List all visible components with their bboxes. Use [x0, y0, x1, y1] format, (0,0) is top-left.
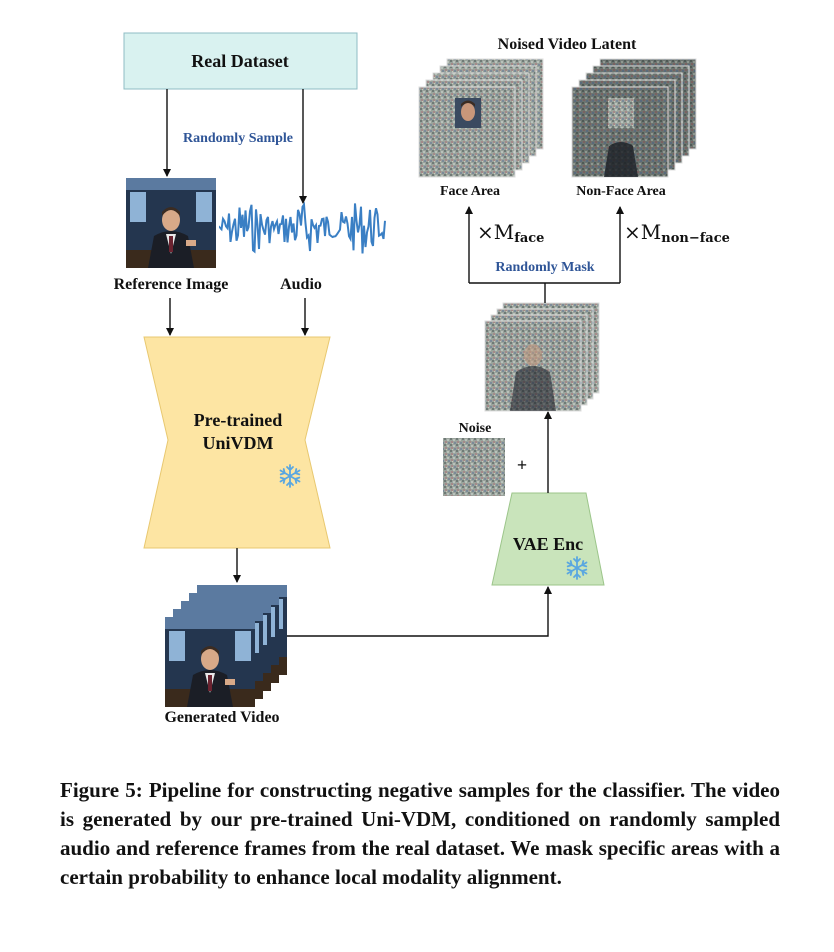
univdm-label-line2: UniVDM — [203, 433, 274, 453]
reference-image-label: Reference Image — [114, 276, 229, 293]
face-area-label: Face Area — [440, 184, 500, 199]
noisy-latent-stack — [484, 302, 600, 412]
non-face-area-stack — [571, 58, 697, 178]
noised-video-latent-title: Noised Video Latent — [498, 36, 637, 53]
randomly-sample-label: Randomly Sample — [183, 131, 293, 146]
vae-encoder-block: VAE Enc — [491, 492, 605, 586]
real-dataset-box: Real Dataset — [123, 32, 358, 90]
pipeline-diagram: Real Dataset Randomly Sample Reference I… — [114, 32, 730, 726]
mask-nonface-formula: ×Mnon−face — [624, 220, 730, 246]
univdm-block: Pre-trained UniVDM — [143, 336, 331, 549]
arrow-video-to-vae — [287, 586, 552, 637]
audio-label: Audio — [280, 276, 322, 293]
reference-image — [126, 178, 216, 268]
noise-image — [443, 438, 505, 496]
plus-sign: + — [517, 455, 527, 475]
real-dataset-label: Real Dataset — [191, 51, 288, 71]
figure-caption: Figure 5: Pipeline for constructing nega… — [60, 778, 780, 889]
generated-video-stack — [165, 585, 287, 707]
audio-waveform — [219, 201, 386, 254]
face-area-stack — [418, 58, 544, 178]
randomly-mask-label: Randomly Mask — [495, 260, 594, 275]
generated-video-label: Generated Video — [164, 709, 279, 726]
non-face-area-label: Non-Face Area — [576, 184, 666, 199]
vae-enc-label: VAE Enc — [513, 534, 583, 554]
noise-label: Noise — [459, 421, 492, 436]
mask-face-formula: ×Mface — [477, 220, 544, 246]
univdm-label-line1: Pre-trained — [194, 410, 283, 430]
